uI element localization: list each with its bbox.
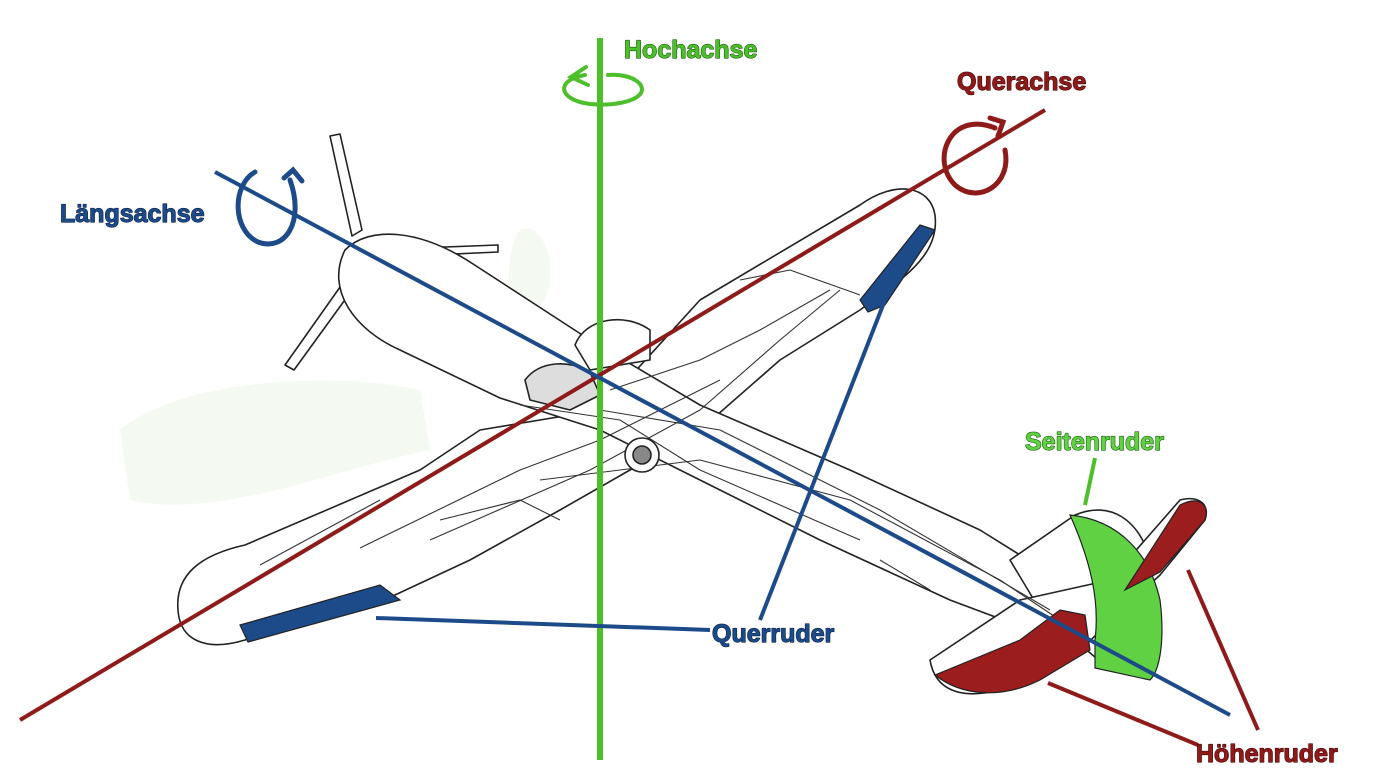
elevator-label: Höhenruder [1196,740,1338,768]
roll-axis-line [214,170,1231,717]
main-wing [177,188,937,646]
propeller-blade-upper [329,133,363,237]
elevator-leader-lower [1047,681,1199,747]
roll-axis-label: Längsachse [60,200,205,228]
rudder-surface [1069,514,1163,681]
aileron-leader-left [375,616,711,632]
aileron-label: Querruder [712,620,835,648]
canopy [574,318,651,371]
aileron-leader-right [758,299,887,621]
pitch-axis-line [18,108,1047,722]
yaw-rotation-arrow-icon [562,65,644,107]
pitch-axis-label: Querachse [957,68,1086,96]
yaw-axis-label: Hochachse [624,36,757,64]
rudder-leader [1083,457,1097,506]
mechanism-block [524,363,601,411]
pitch-rotation-arrow-icon [941,115,1009,196]
elevator-upper [1123,500,1207,592]
leader-lines [375,299,1260,747]
aileron-right [859,224,936,313]
aileron-left [239,584,402,643]
roll-rotation-arrow-icon [235,166,305,247]
elevator-lower [933,609,1091,694]
horizontal-stabilizer [929,498,1207,695]
rudder-label: Seitenruder [1025,428,1164,456]
elevator-leader-upper [1186,569,1260,731]
